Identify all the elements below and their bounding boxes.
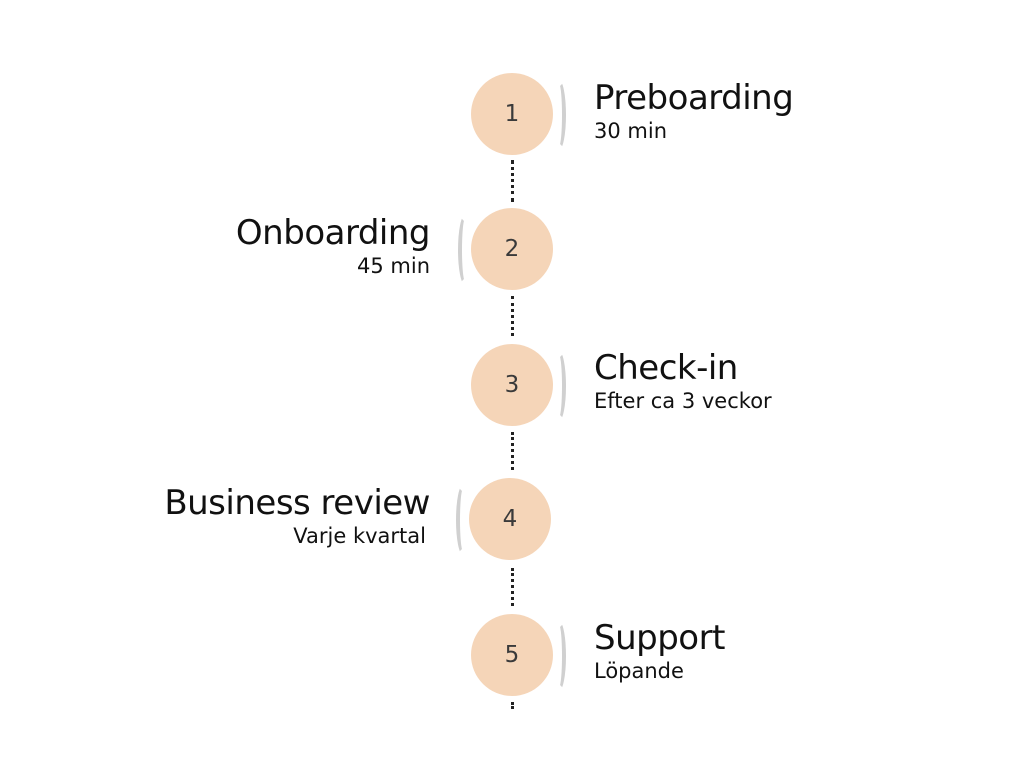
step-subtitle: 30 min xyxy=(594,119,667,143)
connector-3-4 xyxy=(511,432,514,470)
connector-4-5 xyxy=(511,568,514,606)
connector-2-3 xyxy=(511,296,514,336)
step-label-2: Onboarding 45 min xyxy=(235,213,431,279)
connector-1-2 xyxy=(511,160,514,202)
step-label-5: Support Löpande xyxy=(594,618,725,684)
step-number: 1 xyxy=(504,101,520,127)
step-number: 5 xyxy=(504,642,520,668)
step-label-4: Business review Varje kvartal xyxy=(164,483,430,549)
step-label-1: Preboarding 30 min xyxy=(594,78,794,144)
step-circle-5: 5 xyxy=(471,614,553,696)
bracket-left-icon xyxy=(458,215,472,285)
step-title: Preboarding xyxy=(594,78,794,118)
step-title: Support xyxy=(594,618,725,658)
step-label-3: Check-in Efter ca 3 veckor xyxy=(594,348,772,414)
step-title: Business review xyxy=(164,483,430,523)
step-number: 4 xyxy=(502,506,518,532)
step-subtitle: Efter ca 3 veckor xyxy=(594,389,772,413)
step-circle-1: 1 xyxy=(471,73,553,155)
bracket-left-icon xyxy=(456,485,470,555)
step-title: Onboarding xyxy=(235,213,431,253)
step-circle-3: 3 xyxy=(471,344,553,426)
step-subtitle: Varje kvartal xyxy=(293,524,426,548)
step-number: 2 xyxy=(504,236,520,262)
bracket-right-icon xyxy=(552,351,566,421)
step-circle-2: 2 xyxy=(471,208,553,290)
step-subtitle: 45 min xyxy=(357,254,430,278)
bracket-right-icon xyxy=(552,621,566,691)
bracket-right-icon xyxy=(552,80,566,150)
step-title: Check-in xyxy=(594,348,738,388)
step-number: 3 xyxy=(504,372,520,398)
step-subtitle: Löpande xyxy=(594,659,684,683)
step-circle-4: 4 xyxy=(469,478,551,560)
connector-5-end xyxy=(511,702,514,706)
